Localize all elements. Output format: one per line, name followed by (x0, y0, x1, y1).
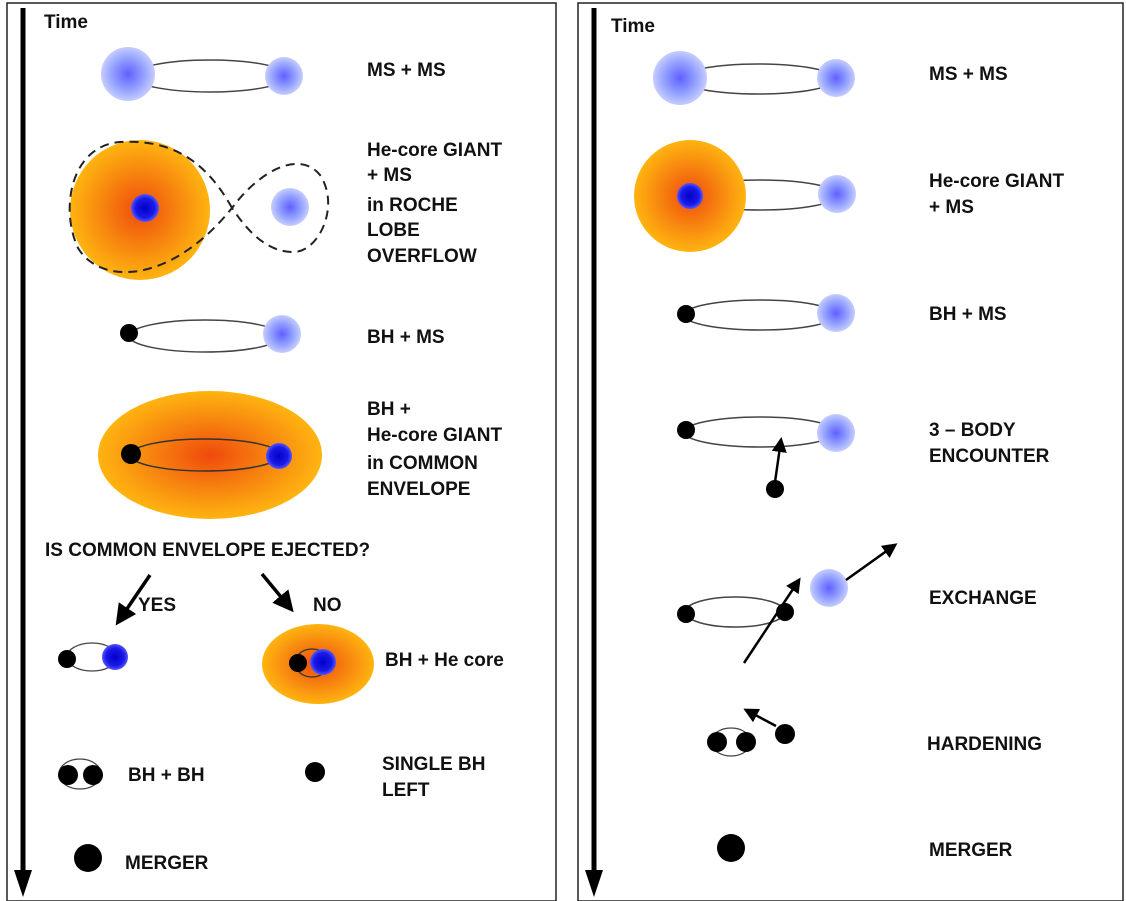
yes-label: YES (138, 595, 176, 616)
black-hole (121, 444, 141, 464)
stage-label-line: + MS (929, 197, 974, 218)
ms-star (271, 188, 309, 226)
stage-label: MS + MS (367, 60, 446, 81)
right-stage-three-body: 3 – BODY ENCOUNTER (677, 414, 1050, 498)
stage-label: EXCHANGE (929, 588, 1037, 609)
right-time-label: Time (611, 16, 655, 37)
black-hole (736, 732, 756, 752)
stage-label: BH + He core (385, 650, 504, 671)
stage-label: BH + MS (929, 304, 1007, 325)
left-time-arrowhead (14, 870, 32, 897)
ms-star (263, 315, 301, 353)
ms-star (817, 414, 855, 452)
left-yes-outcome (58, 642, 128, 672)
stage-label-line: OVERFLOW (367, 246, 477, 267)
ejected-ms-star (810, 569, 848, 607)
stage-label-line: ENVELOPE (367, 479, 470, 500)
ms-star (265, 57, 303, 95)
ms-star (101, 47, 155, 101)
right-stage-hardening: HARDENING (707, 708, 1042, 757)
no-label: NO (313, 595, 342, 616)
stage-label: MS + MS (929, 64, 1008, 85)
left-time-label: Time (44, 12, 88, 33)
merged-black-hole (74, 844, 102, 872)
he-core (102, 644, 128, 670)
black-hole (83, 765, 103, 785)
he-core (677, 183, 703, 209)
departing-arrow (743, 708, 777, 728)
left-panel: Time MS + MS He-core GIANT + MS in ROCHE… (6, 2, 557, 901)
ms-star (653, 51, 707, 105)
ms-star (817, 294, 855, 332)
stage-label-line: 3 – BODY (929, 420, 1016, 441)
no-arrow (260, 572, 294, 613)
left-no-outcome: BH + He core (262, 624, 504, 704)
ms-star (818, 175, 856, 213)
orbit (683, 416, 837, 448)
stage-label: MERGER (125, 853, 209, 874)
right-stage-giant-ms: He-core GIANT + MS (634, 140, 1065, 252)
intruder-black-hole (775, 724, 795, 744)
left-panel-frame (6, 2, 557, 901)
left-stage-bh-bh: BH + BH (58, 758, 205, 790)
right-panel-frame (577, 2, 1124, 901)
black-hole (677, 605, 695, 623)
he-core (310, 649, 336, 675)
stage-label-line: He-core GIANT (367, 140, 503, 161)
right-stage-bh-ms: BH + MS (677, 294, 1007, 332)
stage-label: BH + MS (367, 327, 445, 348)
stage-label-line: He-core GIANT (367, 425, 503, 446)
right-stage-exchange: EXCHANGE (677, 543, 1037, 664)
black-hole (677, 305, 695, 323)
stage-label-line: LOBE (367, 220, 420, 241)
black-hole (707, 732, 727, 752)
black-hole (677, 421, 695, 439)
stage-label: MERGER (929, 840, 1013, 861)
he-core (131, 194, 159, 222)
orbit (683, 299, 837, 331)
left-stage-common-envelope: BH + He-core GIANT in COMMON ENVELOPE (98, 391, 503, 519)
right-stage-ms-ms: MS + MS (653, 51, 1008, 105)
black-hole (120, 324, 138, 342)
black-hole (58, 765, 78, 785)
stage-label-line: BH + (367, 399, 411, 420)
stage-label-line: in ROCHE (367, 195, 458, 216)
left-stage-bh-ms: BH + MS (120, 315, 445, 353)
right-stage-merger: MERGER (717, 834, 1013, 862)
stage-label-line: LEFT (382, 780, 430, 801)
left-branch-arrows: YES NO (115, 572, 342, 626)
right-panel: Time MS + MS He-core GIANT + MS BH + MS (577, 2, 1124, 901)
right-time-arrowhead (585, 870, 603, 897)
intruder-arrow (771, 437, 787, 483)
stage-label-line: ENCOUNTER (929, 446, 1050, 467)
exchange-arrow (742, 577, 801, 664)
ejection-arrow (845, 543, 898, 582)
stage-label-line: in COMMON (367, 453, 478, 474)
stage-label: BH + BH (128, 765, 205, 786)
black-hole (289, 654, 307, 672)
black-hole (58, 650, 76, 668)
stage-label-line: + MS (367, 165, 412, 186)
stage-label: HARDENING (927, 734, 1042, 755)
intruder-black-hole (766, 480, 784, 498)
black-hole (305, 762, 325, 782)
common-envelope (98, 391, 322, 519)
left-stage-single-bh: SINGLE BH LEFT (305, 754, 485, 801)
stage-label-line: SINGLE BH (382, 754, 485, 775)
yes-arrow (115, 574, 152, 626)
orbit (128, 319, 282, 353)
ms-star (817, 59, 855, 97)
merged-black-hole (717, 834, 745, 862)
left-stage-roche-lobe-overflow: He-core GIANT + MS in ROCHE LOBE OVERFLO… (68, 140, 503, 280)
left-stage-ms-ms: MS + MS (101, 47, 446, 101)
orbit (131, 59, 289, 93)
roche-lobe-outline (68, 140, 330, 274)
ejection-question: IS COMMON ENVELOPE EJECTED? (45, 540, 370, 561)
he-core (266, 443, 292, 469)
stage-label-line: He-core GIANT (929, 171, 1065, 192)
left-stage-merger: MERGER (74, 844, 209, 874)
